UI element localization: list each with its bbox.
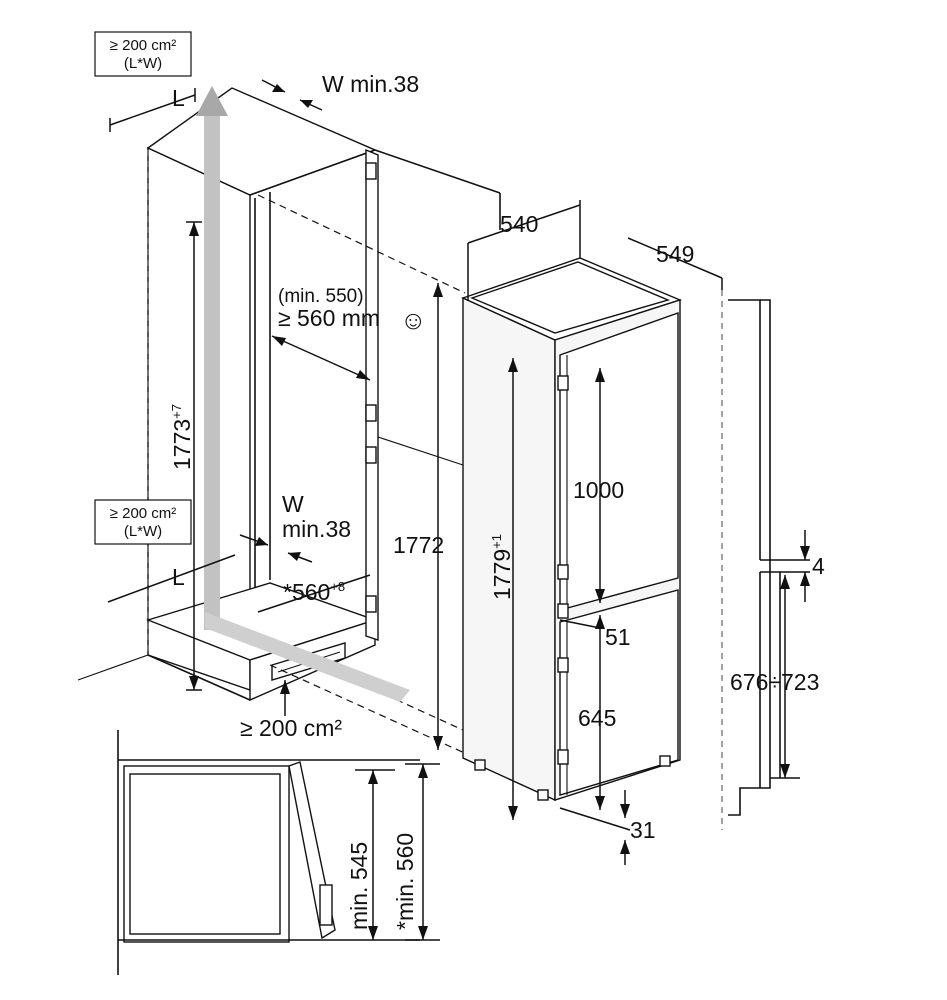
svg-text:*560+8: *560+8 [283, 579, 345, 605]
appliance-height-tol: +1 [489, 534, 504, 549]
dim-31-label: 31 [630, 817, 656, 843]
depth-min-line1: (min. 550) [278, 286, 364, 307]
dim-51-label: 51 [605, 624, 631, 650]
appliance-height-label: 1779 [489, 549, 515, 600]
vent-label-mid: ≥ 200 cm² (L*W) [94, 499, 192, 545]
vent-area-top-text: ≥ 200 cm² [110, 37, 177, 54]
door-profile [721, 290, 810, 830]
section-detail [117, 730, 420, 975]
vent-area-mid-sub: (L*W) [124, 523, 162, 540]
w-top-label: W min.38 [322, 71, 419, 97]
arrowheads [189, 84, 810, 940]
vent-area-bottom: ≥ 200 cm² [240, 715, 342, 741]
niche-width-tol: +8 [330, 579, 345, 594]
w-mid-label-1: W [282, 491, 304, 517]
airflow-arrows [196, 86, 410, 702]
dim-1000-label: 1000 [573, 477, 624, 503]
vent-area-mid-text: ≥ 200 cm² [110, 505, 177, 522]
depth-min-line2: ≥ 560 mm [278, 305, 380, 331]
vent-label-top: ≥ 200 cm² (L*W) [94, 31, 192, 77]
dim-645-label: 645 [578, 705, 616, 731]
niche-height-label: 1773 [169, 419, 195, 470]
w-mid-label-2: min.38 [282, 516, 351, 542]
l-top-label: L [172, 85, 185, 111]
svg-text:1773+7: 1773+7 [169, 404, 195, 470]
appliance-hinges [557, 375, 569, 765]
door-hinges [365, 162, 377, 613]
niche-height-tol: +7 [169, 404, 184, 419]
min-560-label: *min. 560 [392, 833, 418, 930]
dim-4-label: 4 [812, 553, 825, 579]
dimension-lines [107, 79, 806, 941]
vent-area-top-sub: (L*W) [124, 55, 162, 72]
min-545-label: min. 545 [346, 842, 372, 930]
width-540-label: 540 [500, 211, 538, 237]
svg-text:1779+1: 1779+1 [489, 534, 515, 600]
smiley-icon: ☺ [400, 305, 427, 335]
fridge-appliance [461, 257, 683, 802]
depth-549-label: 549 [656, 241, 694, 267]
l-bottom-label: L [172, 564, 185, 590]
height-1772-label: 1772 [393, 532, 444, 558]
dim-676-723-label: 676÷723 [730, 669, 819, 695]
niche-width-label: *560 [283, 579, 330, 605]
